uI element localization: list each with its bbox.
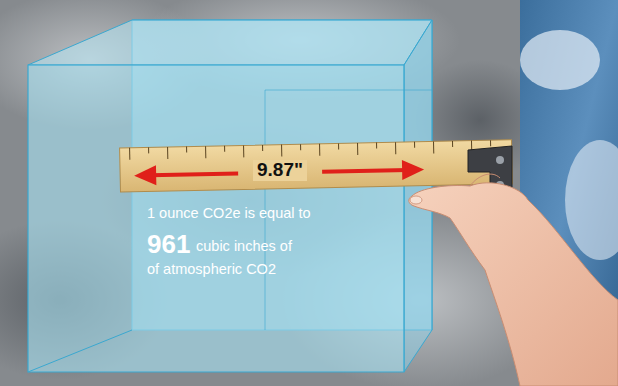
note-text: cubic inches of [196, 239, 292, 255]
dimension-label: 9.87" [253, 160, 307, 181]
note-text: of atmospheric CO2 [147, 262, 276, 278]
note-text: 1 ounce CO2e is equal to [147, 206, 311, 222]
volume-number: 961 [147, 230, 190, 259]
